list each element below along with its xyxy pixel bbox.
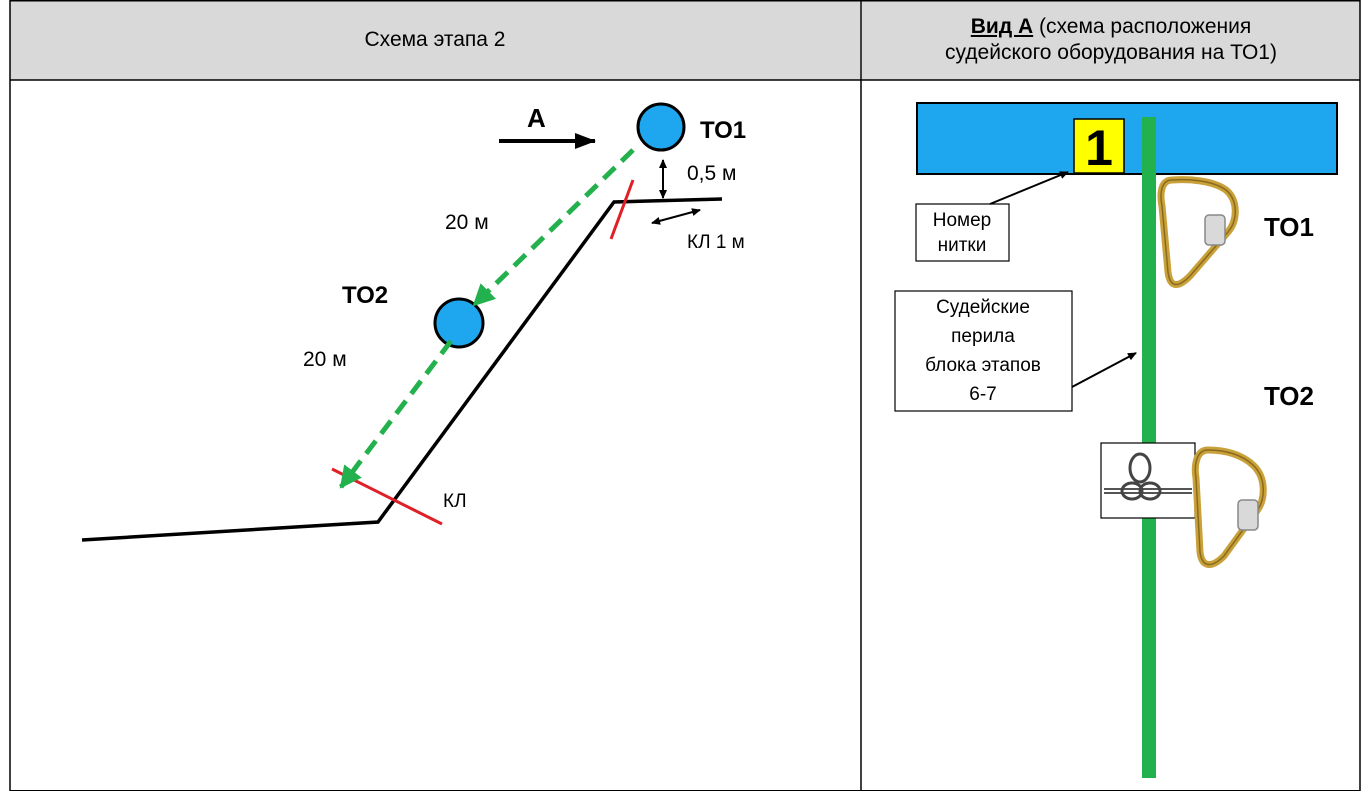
header-right-title-line2: судейского оборудования на ТО1) [945, 41, 1277, 64]
dashed-path-lower [339, 339, 453, 489]
callout-thread-number: Номер нитки [915, 171, 1069, 262]
header-right-title: Вид А (схема расположения судейского обо… [945, 14, 1277, 66]
view-a-to1-label: ТО1 [1264, 212, 1314, 242]
callout-thread-line2: нитки [938, 235, 987, 256]
distance-lower-label: 20 м [303, 348, 347, 371]
header-right-title-bold: Вид А [970, 15, 1034, 38]
header-right-title-rest: (схема расположения [1033, 15, 1252, 38]
callout-judge-rails: Судейские перила блока этапов 6-7 [894, 290, 1137, 412]
carabiner-to2-icon [1191, 446, 1267, 568]
callout-rails-line3: блока этапов [925, 355, 1041, 376]
kl-top-dimension: КЛ 1 м [651, 208, 745, 253]
node-to1: ТО1 [636, 102, 746, 152]
view-a-to2-label: ТО2 [1264, 381, 1314, 411]
callout-rails-line1: Судейские [936, 297, 1030, 318]
carabiner-to1-icon [1157, 176, 1239, 288]
to1-label: ТО1 [700, 117, 746, 144]
view-a-arrow: А [499, 103, 596, 149]
callout-thread-line1: Номер [933, 210, 991, 231]
callout-rails-line2: перила [951, 326, 1015, 347]
control-line-top [609, 179, 635, 240]
header-left: Схема этапа 2 [10, 0, 860, 80]
dashed-path-upper [472, 148, 635, 307]
header-right: Вид А (схема расположения судейского обо… [862, 0, 1360, 80]
header-left-title: Схема этапа 2 [364, 28, 506, 51]
node-to2: ТО2 [342, 282, 485, 349]
slope-ground [81, 197, 723, 542]
kl-top-label: КЛ 1 м [687, 232, 745, 253]
distance-upper-label: 20 м [445, 211, 489, 234]
to2-label: ТО2 [342, 282, 388, 309]
gap-label: 0,5 м [687, 162, 736, 185]
beam [916, 102, 1338, 175]
knot-icon [1100, 442, 1196, 519]
thread-number-plate: 1 [1073, 118, 1125, 176]
callout-rails-line4: 6-7 [969, 384, 996, 405]
view-a-arrow-label: А [527, 103, 546, 133]
gap-dimension: 0,5 м [659, 159, 736, 199]
control-line-bottom [331, 467, 443, 526]
kl-bottom-label: КЛ [443, 491, 467, 512]
thread-number: 1 [1085, 120, 1113, 176]
